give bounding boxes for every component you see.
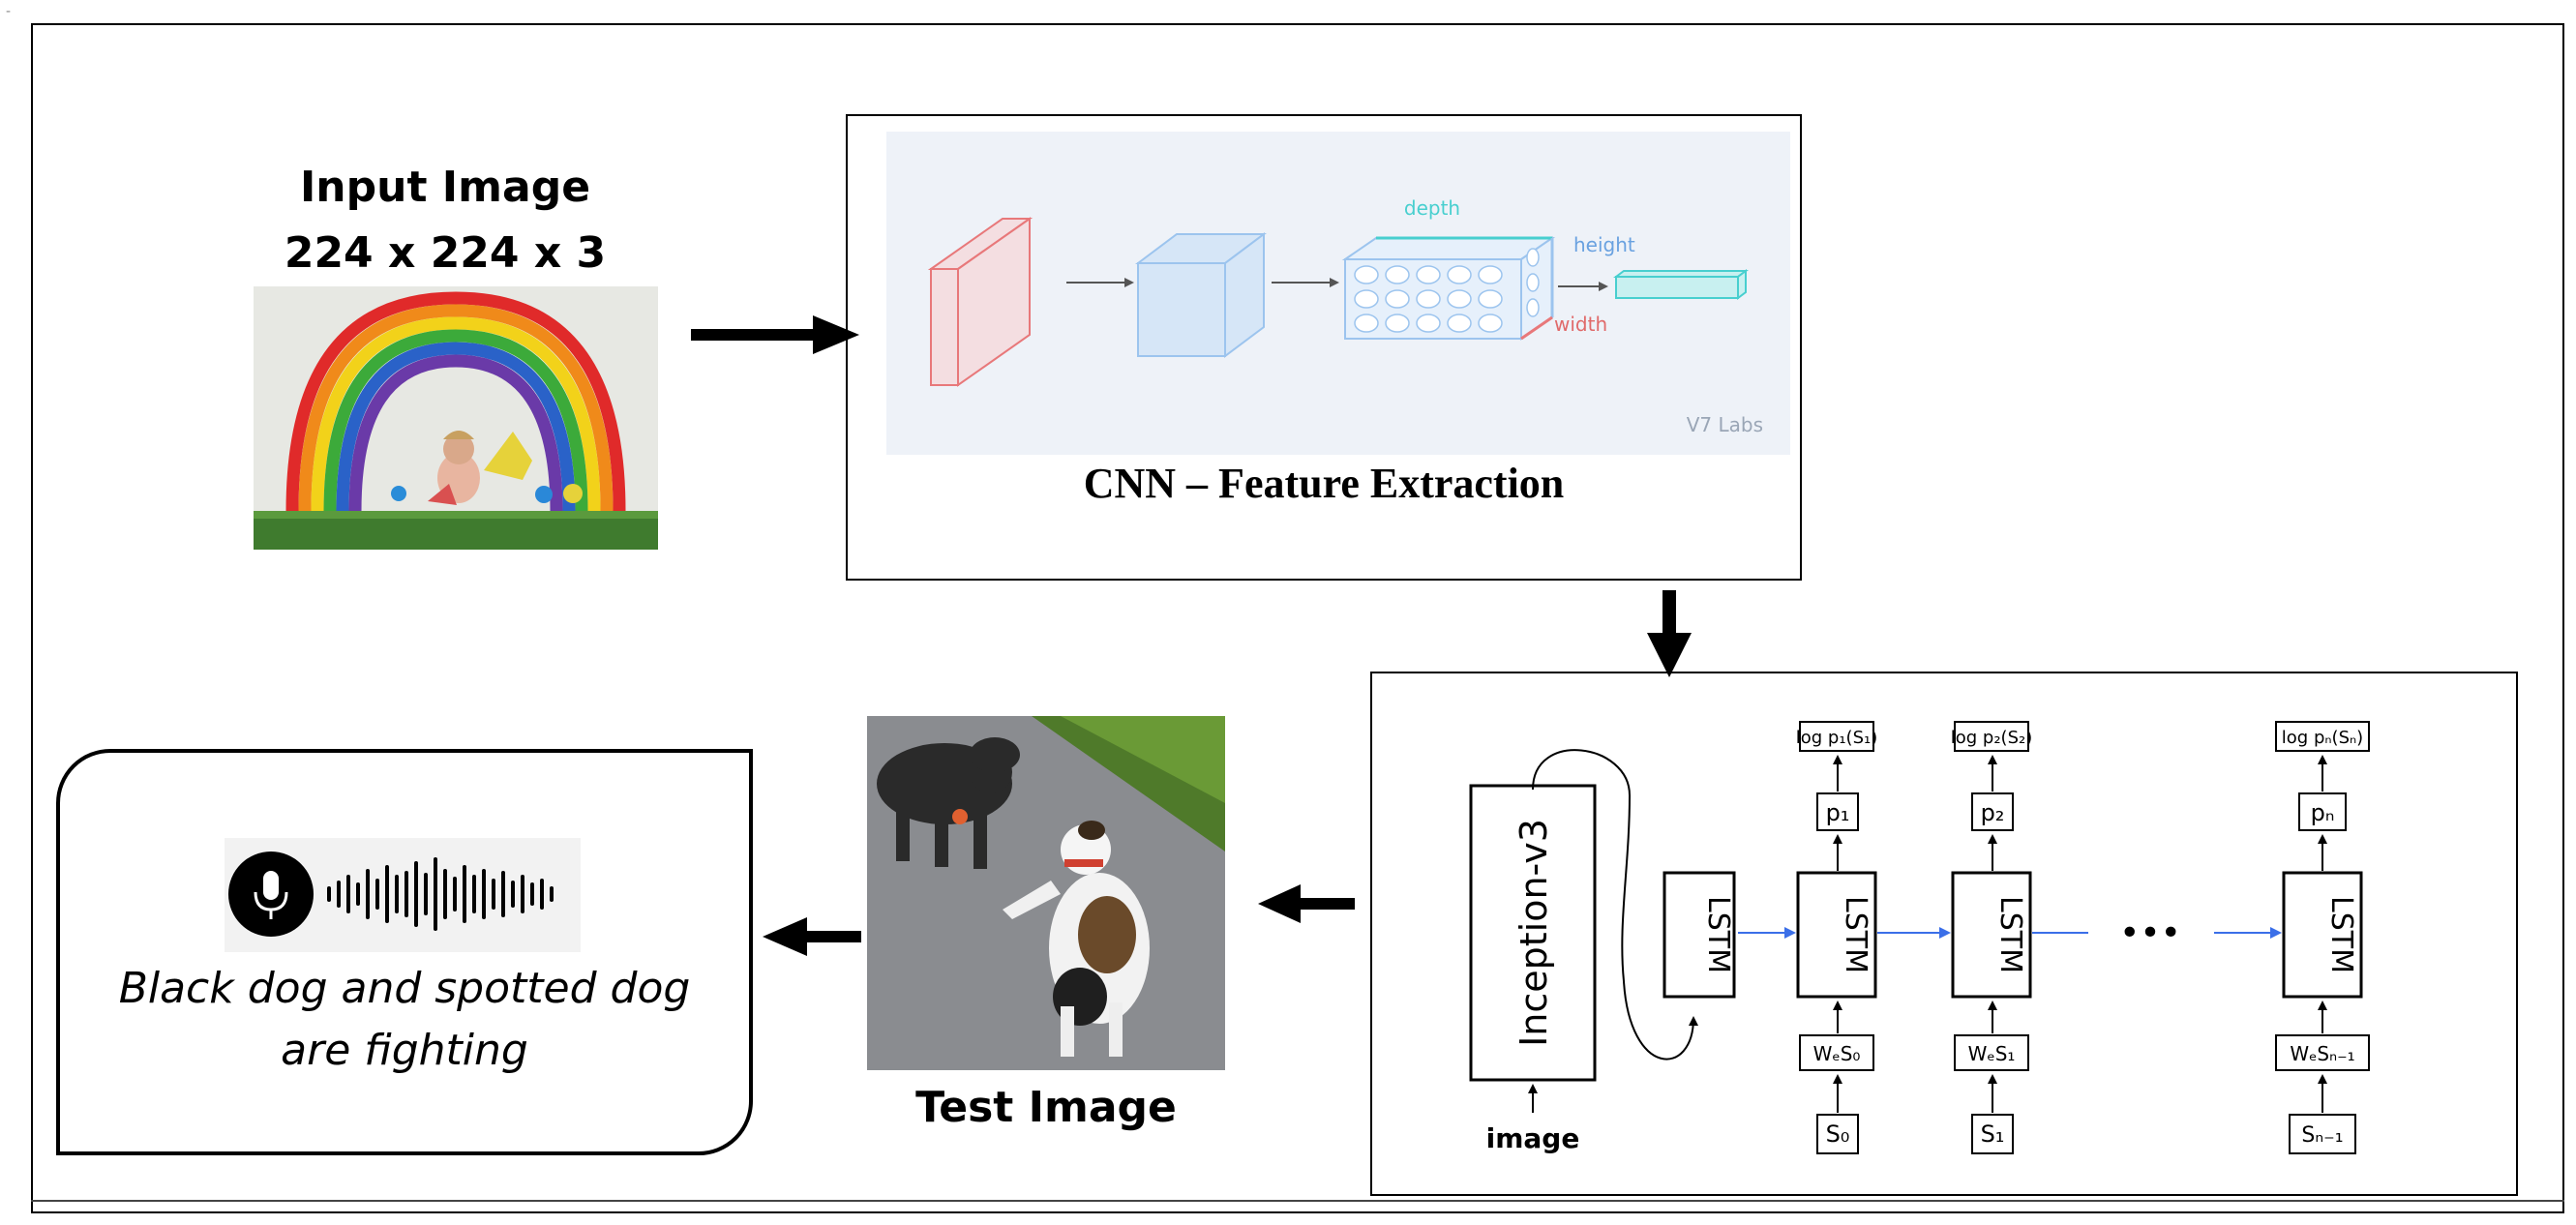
test-image-dogs-photo [867, 716, 1225, 1070]
inception-v3-block [1469, 784, 1597, 1082]
lstm-cell-2 [1951, 871, 2032, 999]
test-image-caption: Test Image [915, 1083, 1177, 1132]
word-label-n: Sₙ₋₁ [2301, 1123, 2343, 1148]
lstm-cell-n [2282, 871, 2363, 999]
arrow-input-to-cnn [691, 315, 859, 354]
lstm-cell-label: LSTM [1839, 896, 1872, 973]
corner-mark: - [6, 4, 12, 19]
arrow-cnn-to-lstm [1647, 590, 1692, 677]
cnn-illustration: depth height width V7 Labs [886, 132, 1790, 455]
input-image-caption: Input Image 224 x 224 x 3 [232, 155, 658, 286]
word-box-2 [1971, 1114, 2014, 1154]
log-prob-box-2 [1954, 721, 2029, 752]
input-image-rainbow-photo [254, 286, 658, 550]
arrow-lstm-to-test-image [1258, 884, 1355, 923]
prob-box-2 [1971, 792, 2014, 831]
inception-v3-label: Inception-v3 [1513, 819, 1555, 1047]
embedding-label-n: WₑSₙ₋₁ [2290, 1042, 2354, 1065]
embedding-box-1 [1799, 1034, 1874, 1071]
input-image-dimensions: 224 x 224 x 3 [284, 228, 607, 278]
cnn-label-height: height [1573, 233, 1635, 256]
cnn-label-width: width [1554, 313, 1607, 336]
caption-line-2: are fighting [281, 1026, 528, 1075]
word-box-n [2289, 1114, 2356, 1154]
prob-label-1: p₁ [1826, 799, 1850, 826]
cnn-watermark: V7 Labs [1687, 413, 1763, 436]
word-label-1: S₀ [1826, 1120, 1850, 1148]
lstm-diagram: Inception-v3 image LSTM LSTM log p₁(S₁) … [1469, 721, 2370, 1154]
word-box-1 [1816, 1114, 1859, 1154]
prob-label-2: p₂ [1981, 799, 2005, 826]
diagram-frame [31, 23, 2564, 1213]
lstm-cell-label: LSTM [1993, 896, 2027, 973]
word-label-2: S₁ [1981, 1120, 2005, 1148]
lstm-cell-label: LSTM [2324, 896, 2358, 973]
log-prob-box-1 [1799, 721, 1874, 752]
prob-box-1 [1816, 792, 1859, 831]
log-prob-label-2: log p₂(S₂) [1951, 728, 2033, 748]
cnn-label-depth: depth [1404, 196, 1460, 220]
prob-box-n [2298, 792, 2347, 831]
embedding-label-1: WₑS₀ [1813, 1042, 1861, 1065]
prob-label-n: pₙ [2311, 799, 2335, 826]
sequence-ellipsis: ••• [2119, 913, 2181, 953]
log-prob-label-1: log p₁(S₁) [1796, 728, 1878, 748]
lstm-cell-initial [1662, 871, 1736, 999]
caption-line-1: Black dog and spotted dog [118, 964, 691, 1013]
embedding-label-2: WₑS₁ [1968, 1042, 2016, 1065]
lstm-cell-label: LSTM [1701, 896, 1735, 973]
input-image-title: Input Image [299, 163, 591, 212]
embedding-box-n [2275, 1034, 2370, 1071]
lstm-cell-1 [1796, 871, 1877, 999]
generated-caption-text: Black dog and spotted dog are fighting [56, 958, 753, 1082]
log-prob-label-n: log pₙ(Sₙ) [2282, 728, 2363, 748]
audio-waveform [228, 852, 554, 937]
log-prob-box-n [2275, 721, 2370, 752]
image-input-label: image [1486, 1122, 1580, 1154]
bottom-rule [31, 1200, 2564, 1202]
speech-output-panel [56, 749, 753, 1155]
embedding-box-2 [1954, 1034, 2029, 1071]
cnn-title: CNN – Feature Extraction [1083, 460, 1565, 507]
arrow-test-image-to-speech [763, 917, 861, 956]
